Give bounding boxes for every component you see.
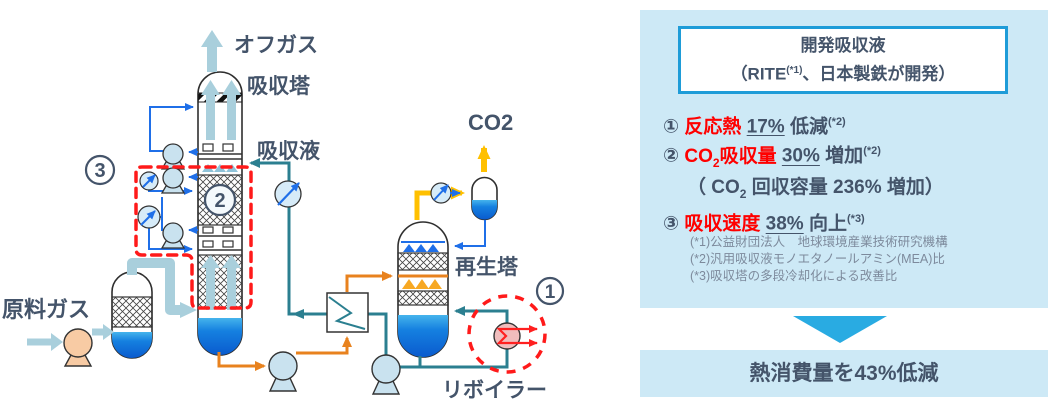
rich-solvent-line: [217, 271, 393, 371]
footnotes: (*1)公益財団法人 地球環境産業技術研究機構 (*2)汎用吸収液モノエタノール…: [690, 234, 948, 285]
lean-solvent-cooler: [274, 180, 302, 208]
offgas-arrow: [201, 30, 223, 72]
marker-3-badge: 3: [84, 154, 116, 186]
svg-text:1: 1: [545, 282, 556, 303]
marker-2-badge: 2: [203, 183, 237, 217]
chimney-tray-2: [198, 226, 242, 251]
svg-text:2: 2: [214, 190, 225, 212]
footnote-1: (*1)公益財団法人 地球環境産業技術研究機構: [690, 235, 948, 249]
feed-gas-pipe: [27, 258, 197, 351]
reflux-line: [454, 220, 486, 250]
regenerator-tower: [397, 221, 449, 358]
co2-separator: [471, 176, 498, 221]
co2-cooler: [430, 182, 452, 204]
label-offgas: オフガス: [234, 34, 318, 57]
lean-line-arrowhead: [292, 309, 304, 319]
regen-packing-upper: [397, 252, 449, 271]
panel-title-line2: （RITE(*1)、日本製鉄が開発）: [730, 64, 956, 84]
intercool-pump-2: [160, 167, 186, 194]
label-feed-gas: 原料ガス: [2, 297, 90, 322]
separator-liquid: [472, 200, 497, 220]
process-flow-diagram: 3 2 1 オフガス 吸収塔 吸収液 CO2 原料ガス 再生塔 リボイラー: [2, 30, 565, 402]
pre-scrubber-packing: [111, 296, 153, 328]
absorber-tower: [197, 71, 243, 356]
regenerator-liquid: [398, 315, 448, 357]
lean-solvent-pump: [371, 354, 401, 395]
benefit-item-2-detail: （ CO2 回収容量 236% 増加）: [687, 177, 944, 202]
panel-title-box: 開発吸収液 （RITE(*1)、日本製鉄が開発）: [678, 26, 1008, 94]
footnote-2: (*2)汎用吸収液モノエタノールアミン(MEA)比: [690, 252, 945, 266]
benefit-list: ① 反応熱 17% 低減(*2) ② CO2吸収量 30% 増加(*2) （ C…: [663, 110, 944, 237]
intercool-pump-3: [160, 222, 186, 249]
absorber-gas-arrows-bottom: [201, 255, 241, 310]
label-co2: CO2: [468, 110, 513, 135]
red-dashed-highlight-circle: [467, 294, 547, 374]
panel-title-line1: 開発吸収液: [800, 36, 886, 55]
reflux-distributor: [403, 244, 439, 252]
red-dashed-highlight-box: [134, 165, 253, 310]
reboiler: [493, 322, 538, 350]
absorber-gas-arrows-top: [201, 80, 241, 140]
svg-text:3: 3: [94, 160, 105, 182]
rich-feed-distributor: [402, 279, 442, 289]
benefit-item-2: ② CO2吸収量 30% 増加(*2): [663, 145, 881, 170]
result-banner: 熱消費量を43%低減: [640, 350, 1048, 397]
label-absorber: 吸収塔: [247, 75, 311, 98]
label-reboiler: リボイラー: [442, 379, 547, 402]
chimney-tray-1: [198, 143, 242, 160]
footnote-3: (*3)吸収塔の多段冷却化による改善比: [690, 269, 898, 283]
pre-scrubber-liquid: [112, 332, 152, 358]
label-regenerator: 再生塔: [455, 255, 519, 279]
marker-1-badge: 1: [535, 276, 565, 306]
regen-packing-lower: [397, 290, 449, 306]
intercooler-2: [137, 205, 161, 229]
down-arrow: [793, 316, 887, 343]
rich-solvent-pump: [268, 351, 298, 392]
intercooler-1: [139, 171, 159, 191]
feed-blower: [63, 328, 93, 367]
pre-scrubber: [111, 271, 153, 359]
heat-exchanger: [326, 292, 369, 333]
demister-band: [197, 92, 243, 103]
benefit-item-1: ① 反応熱 17% 低減(*2): [663, 116, 846, 138]
benefit-item-3: ③ 吸収速度 38% 向上(*3): [663, 213, 865, 235]
intercool-pump-1: [160, 143, 186, 170]
info-panel: 開発吸収液 （RITE(*1)、日本製鉄が開発） ① 反応熱 17% 低減(*2…: [640, 10, 1048, 308]
absorber-liquid: [198, 318, 242, 355]
label-solvent: 吸収液: [257, 139, 320, 163]
